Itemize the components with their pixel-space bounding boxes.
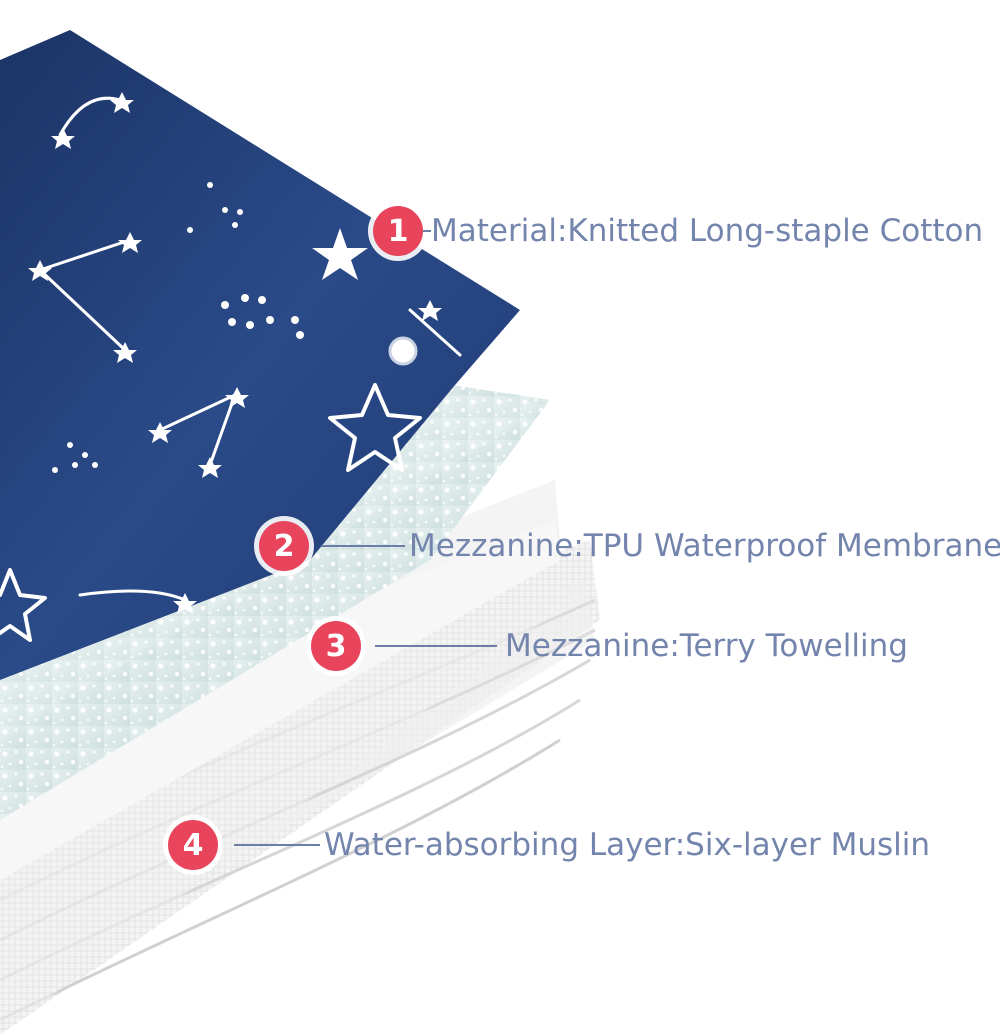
leader-line-3 [375,645,497,647]
step-badge-2: 2 [259,521,309,571]
muslin-layer-stack [0,540,600,1035]
callout-muslin: 4 Water-absorbing Layer:Six-layer Muslin [168,815,930,875]
callout-label-terry-towelling: Mezzanine:Terry Towelling [505,628,908,664]
leader-line-4 [234,844,320,846]
leader-line-2 [321,545,405,547]
step-badge-4: 4 [168,820,218,870]
leader-line-1 [423,230,431,232]
callout-material: 1 Material:Knitted Long-staple Cotton [373,201,983,261]
terry-towelling-layer [0,480,560,880]
callout-label-material: Material:Knitted Long-staple Cotton [431,213,984,249]
callout-waterproof-membrane: 2 Mezzanine:TPU Waterproof Membrane [259,516,1000,576]
step-badge-3: 3 [311,621,361,671]
callout-label-muslin: Water-absorbing Layer:Six-layer Muslin [324,827,931,863]
step-badge-1: 1 [373,206,423,256]
callout-label-waterproof-membrane: Mezzanine:TPU Waterproof Membrane [409,528,1000,564]
callout-terry-towelling: 3 Mezzanine:Terry Towelling [311,616,908,676]
cotton-top-layer [0,30,520,680]
